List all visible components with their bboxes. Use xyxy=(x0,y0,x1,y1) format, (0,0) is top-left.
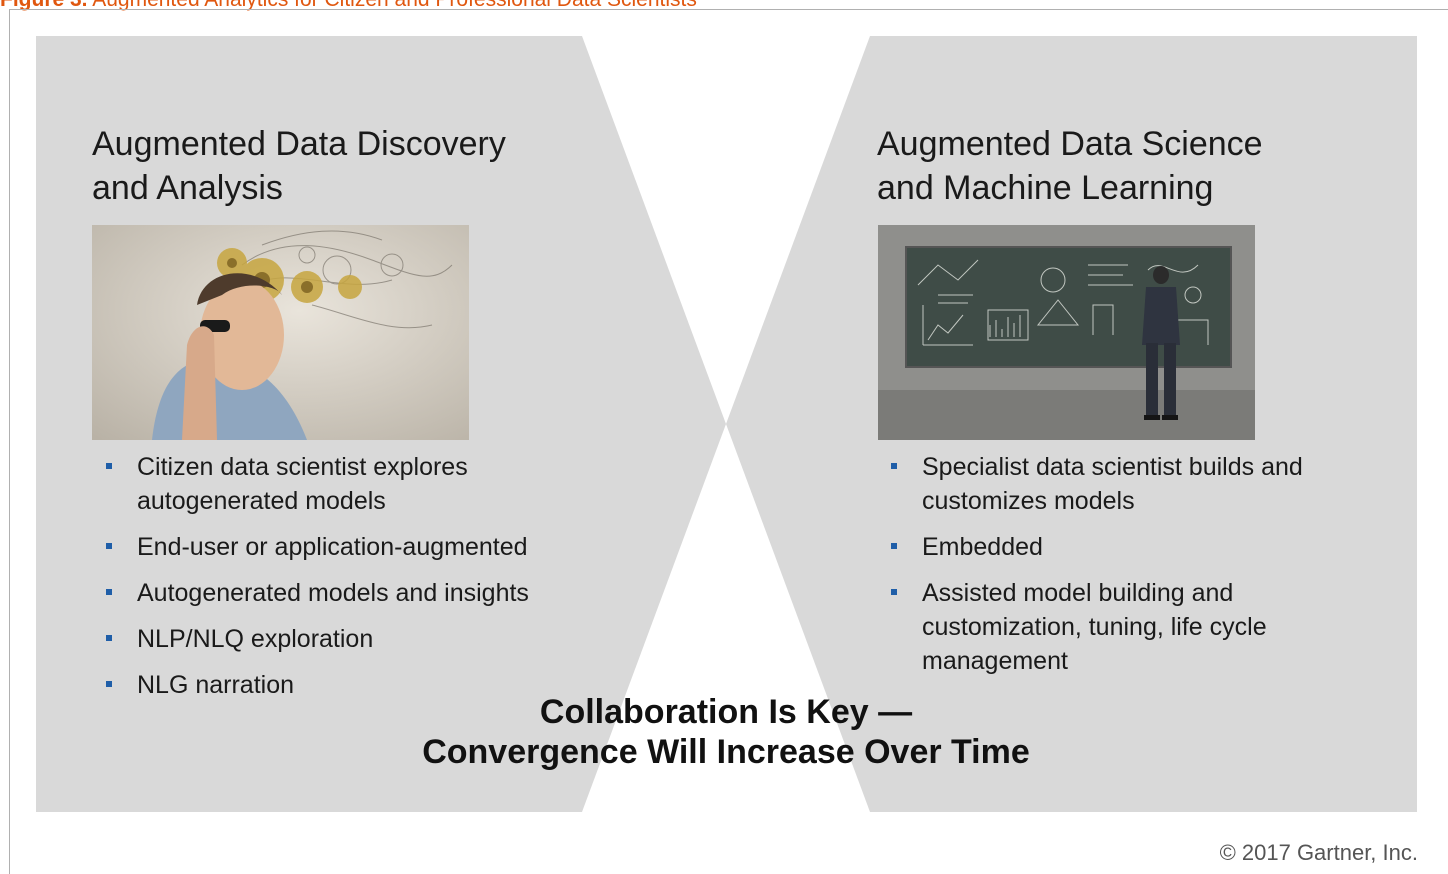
right-heading-line-2: and Machine Learning xyxy=(877,169,1214,207)
left-bullet-list: Citizen data scientist explores autogene… xyxy=(92,450,612,714)
list-item: Autogenerated models and insights xyxy=(92,576,612,610)
figure-frame xyxy=(9,9,1448,874)
list-item: Citizen data scientist explores autogene… xyxy=(92,450,612,518)
figure-number: Figure 3. xyxy=(0,0,88,11)
bullet-icon xyxy=(891,543,897,549)
list-item: Embedded xyxy=(877,530,1377,564)
bullet-text: Assisted model building and customizatio… xyxy=(922,579,1267,675)
man-thinking-with-gears-photo xyxy=(92,225,469,440)
list-item: Specialist data scientist builds and cus… xyxy=(877,450,1377,518)
bullet-icon xyxy=(106,543,112,549)
list-item: Assisted model building and customizatio… xyxy=(877,576,1377,678)
copyright-notice: © 2017 Gartner, Inc. xyxy=(1219,840,1418,865)
left-heading-line-1: Augmented Data Discovery xyxy=(92,125,506,163)
bullet-icon xyxy=(106,463,112,469)
figure-title: Augmented Analytics for Citizen and Prof… xyxy=(92,0,697,11)
right-panel-heading: Augmented Data Science and Machine Learn… xyxy=(877,122,1263,210)
left-panel-heading: Augmented Data Discovery and Analysis xyxy=(92,122,506,210)
bullet-text: Citizen data scientist explores autogene… xyxy=(137,453,468,515)
list-item: NLG narration xyxy=(92,668,612,702)
bullet-text: NLG narration xyxy=(137,671,295,699)
bullet-text: Embedded xyxy=(922,533,1043,561)
center-message-line-2: Convergence Will Increase Over Time xyxy=(422,733,1030,771)
bullet-icon xyxy=(106,635,112,641)
bullet-icon xyxy=(891,589,897,595)
left-heading-line-2: and Analysis xyxy=(92,169,283,207)
right-bullet-list: Specialist data scientist builds and cus… xyxy=(877,450,1377,690)
bullet-text: Autogenerated models and insights xyxy=(137,579,529,607)
bullet-icon xyxy=(106,681,112,687)
bullet-text: End-user or application-augmented xyxy=(137,533,528,561)
bullet-text: Specialist data scientist builds and cus… xyxy=(922,453,1303,515)
man-at-chalkboard-photo xyxy=(878,225,1255,440)
bullet-icon xyxy=(106,589,112,595)
right-heading-line-1: Augmented Data Science xyxy=(877,125,1263,163)
list-item: NLP/NLQ exploration xyxy=(92,622,612,656)
bullet-icon xyxy=(891,463,897,469)
bullet-text: NLP/NLQ exploration xyxy=(137,625,374,653)
center-message: Collaboration Is Key — Convergence Will … xyxy=(300,692,1152,772)
figure-caption: Figure 3. Augmented Analytics for Citize… xyxy=(0,0,697,12)
list-item: End-user or application-augmented xyxy=(92,530,612,564)
center-message-line-1: Collaboration Is Key — xyxy=(539,693,913,731)
